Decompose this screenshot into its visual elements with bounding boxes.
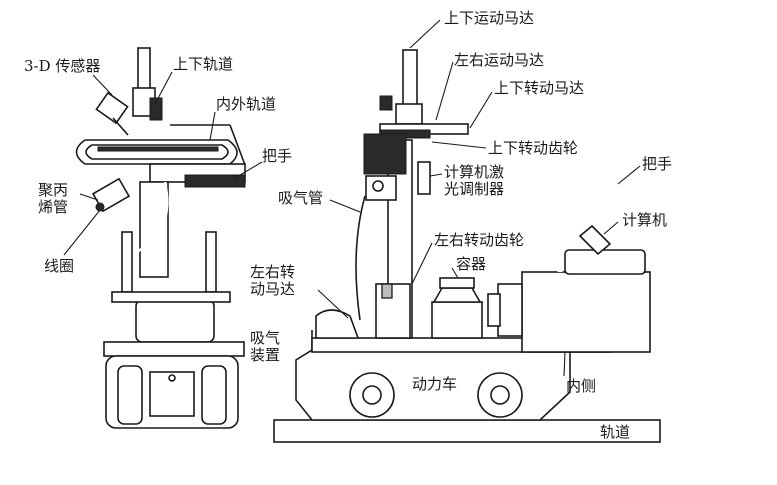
left-gear-block <box>184 174 246 188</box>
coil-ring <box>95 202 105 212</box>
label-inner-outer-track: 内外轨道 <box>216 95 277 113</box>
left-base-bolt <box>168 374 176 382</box>
label-suction-device: 吸气 装置 <box>250 329 281 364</box>
top-motor-mount <box>395 103 423 125</box>
lr-rotation-motor-body <box>375 283 411 339</box>
label-handle-left: 把手 <box>262 147 293 165</box>
laser-modulator <box>417 161 431 195</box>
track-chain <box>97 146 219 152</box>
label-handle-right: 把手 <box>642 155 673 173</box>
top-motor <box>402 49 418 107</box>
left-base-panel <box>149 371 195 417</box>
left-wheel-1 <box>117 365 143 425</box>
suction-device-right <box>315 309 360 339</box>
label-computer: 计算机 <box>622 211 668 229</box>
label-track: 轨道 <box>600 423 631 441</box>
container-cup <box>432 287 482 303</box>
label-coil: 线圈 <box>44 257 75 275</box>
left-view <box>75 47 246 429</box>
left-mast <box>137 47 151 91</box>
lr-rotation-gear <box>381 283 393 299</box>
sensor-3d-box <box>95 91 129 125</box>
label-computer-laser-modulator: 计算机激 光调制器 <box>444 163 505 198</box>
inner-outer-track-inner <box>85 144 229 160</box>
computer-screen <box>578 224 612 256</box>
label-left-right-motion-motor: 左右运动马达 <box>454 51 545 69</box>
label-suction-tube: 吸气管 <box>278 189 324 207</box>
inner-outer-track-outer <box>75 139 238 165</box>
label-sensor-3d: 3-D 传感器 <box>24 57 101 75</box>
right-suction-tube <box>355 195 366 321</box>
handle-bar-left-2 <box>229 124 246 166</box>
computer-case <box>564 249 646 275</box>
label-up-down-track: 上下轨道 <box>173 55 234 73</box>
label-inner-side: 内侧 <box>566 377 597 395</box>
left-column <box>139 181 169 278</box>
left-wheel-2 <box>201 365 227 425</box>
label-left-right-rotation-motor: 左右转 动马达 <box>250 263 296 298</box>
left-deck <box>111 291 231 303</box>
right-view <box>273 49 661 443</box>
right-block-nose <box>487 293 501 327</box>
leader-lines <box>63 19 641 377</box>
right-block-front <box>497 283 523 337</box>
right-block <box>521 271 651 353</box>
container-base <box>431 301 483 339</box>
sensor-3d-arm <box>112 117 129 136</box>
sensor-head <box>365 175 397 201</box>
arm-head <box>363 133 407 175</box>
left-post-2 <box>205 231 217 293</box>
label-up-down-motion-motor: 上下运动马达 <box>444 9 535 27</box>
label-up-down-rotation-motor: 上下转动马达 <box>494 79 585 97</box>
left-mast-clamp <box>149 97 163 121</box>
label-up-down-rotation-gear: 上下转动齿轮 <box>488 139 579 157</box>
label-container: 容器 <box>456 255 487 273</box>
left-base-top <box>103 341 245 357</box>
container-lid <box>439 277 475 289</box>
label-left-right-rotation-gear: 左右转动齿轮 <box>434 231 525 249</box>
left-suction-device <box>135 299 215 343</box>
top-bracket <box>379 95 393 111</box>
label-power-vehicle: 动力车 <box>412 375 458 393</box>
left-post-1 <box>121 231 133 293</box>
label-polypropylene-tube: 聚丙 烯管 <box>38 181 69 216</box>
